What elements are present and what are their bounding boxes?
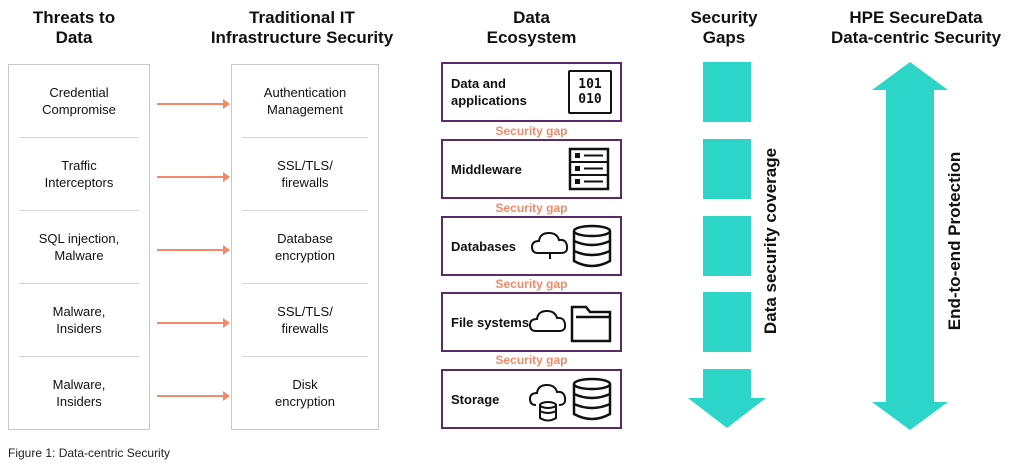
threat-arrow	[157, 99, 230, 109]
ecosystem-file-systems: File systems	[441, 292, 622, 352]
security-control-item: Authentication Management	[263, 85, 347, 117]
divider	[242, 137, 368, 138]
gap-segment	[703, 292, 751, 352]
traditional-header: Traditional IT Infrastructure Security	[210, 8, 394, 47]
threat-arrow	[157, 391, 230, 401]
binary-text: 101	[578, 77, 602, 92]
ecosystem-middleware: Middleware	[441, 139, 622, 199]
threat-arrow	[157, 172, 230, 182]
threat-item: SQL injection, Malware	[38, 231, 120, 263]
binary-text: 010	[578, 92, 602, 107]
binary-data-icon: 101 010	[568, 64, 612, 120]
threat-item: Malware, Insiders	[52, 377, 106, 409]
threat-item: Credential Compromise	[42, 85, 116, 117]
ecosystem-label: Storage	[451, 391, 500, 407]
ecosystem-storage: Storage	[441, 369, 622, 429]
threat-item: Malware, Insiders	[52, 304, 106, 336]
threat-arrow	[157, 245, 230, 255]
protection-double-arrow	[872, 62, 948, 430]
security-gap-label: Security gap	[495, 353, 568, 367]
divider	[19, 137, 139, 138]
traditional-column: Authentication Management SSL/TLS/ firew…	[231, 64, 379, 430]
gap-arrow-head	[688, 398, 766, 428]
divider	[19, 283, 139, 284]
cloud-folder-icon	[528, 294, 614, 350]
figure-caption: Figure 1: Data-centric Security	[8, 446, 171, 460]
threat-arrow	[157, 318, 230, 328]
hpe-header: HPE SecureData Data-centric Security	[830, 8, 1002, 47]
ecosystem-label: Middleware	[451, 161, 522, 177]
divider	[242, 210, 368, 211]
security-gap-label: Security gap	[495, 124, 568, 138]
threats-column: Credential Compromise Traffic Intercepto…	[8, 64, 150, 430]
security-control-item: SSL/TLS/ firewalls	[277, 304, 333, 336]
gap-arrow-label: Data security coverage	[761, 147, 780, 335]
protection-arrow-label: End-to-end Protection	[945, 151, 964, 331]
gaps-header: Security Gaps	[690, 8, 758, 47]
ecosystem-databases: Databases	[441, 216, 622, 276]
security-control-item: Disk encryption	[275, 377, 335, 409]
security-gap-label: Security gap	[495, 201, 568, 215]
gap-segment	[703, 62, 751, 122]
threat-item: Traffic Interceptors	[44, 158, 114, 190]
ecosystem-header: Data Ecosystem	[486, 8, 577, 47]
ecosystem-label: Databases	[451, 238, 517, 254]
divider	[19, 210, 139, 211]
cloud-database-icon	[530, 218, 614, 274]
gap-segment	[703, 369, 751, 399]
threats-header: Threats to Data	[32, 8, 116, 47]
server-list-icon	[568, 141, 610, 197]
divider	[242, 283, 368, 284]
ecosystem-label: File systems	[451, 314, 530, 330]
security-control-item: Database encryption	[275, 231, 335, 263]
gap-segment	[703, 139, 751, 199]
ecosystem-label: Data and applications	[451, 76, 527, 108]
divider	[19, 356, 139, 357]
security-gap-label: Security gap	[495, 277, 568, 291]
ecosystem-data-applications: Data and applications 101 010	[441, 62, 622, 122]
cloud-storage-icon	[528, 371, 614, 427]
security-control-item: SSL/TLS/ firewalls	[277, 158, 333, 190]
divider	[242, 356, 368, 357]
gap-segment	[703, 216, 751, 276]
